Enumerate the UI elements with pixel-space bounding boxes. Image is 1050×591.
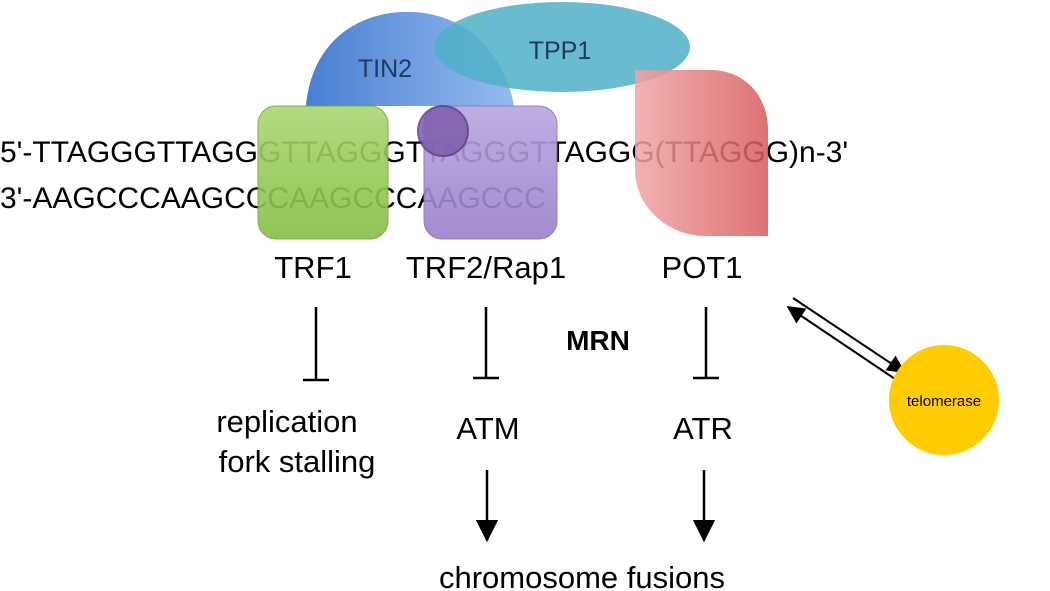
telomerase-shape: [889, 345, 999, 455]
fork-stalling-label: fork stalling: [219, 444, 376, 479]
tpp1-label: TPP1: [529, 37, 592, 65]
tpp1-protein-shape: [434, 2, 690, 92]
rap1-protein-shape: [417, 105, 469, 157]
tin2-label: TIN2: [358, 55, 412, 83]
trf1-protein-shape: [257, 105, 389, 240]
trf1-label: TRF1: [274, 250, 352, 285]
replication-label: replication: [216, 404, 357, 439]
atr-label: ATR: [673, 411, 733, 446]
pot1-protein-shape: [635, 70, 768, 236]
activation-arrows: [475, 470, 716, 543]
atm-label: ATM: [456, 411, 519, 446]
telomerase-label: telomerase: [907, 393, 981, 410]
pot1-label: POT1: [662, 250, 743, 285]
inhibition-symbols: [303, 307, 719, 382]
equilibrium-arrows: [786, 297, 906, 382]
mrn-label: MRN: [566, 325, 630, 356]
trf2-rap1-label: TRF2/Rap1: [406, 250, 566, 285]
forward-arrow: [792, 297, 906, 373]
reverse-arrow: [786, 305, 899, 382]
chromosome-fusions-label: chromosome fusions: [439, 560, 725, 591]
